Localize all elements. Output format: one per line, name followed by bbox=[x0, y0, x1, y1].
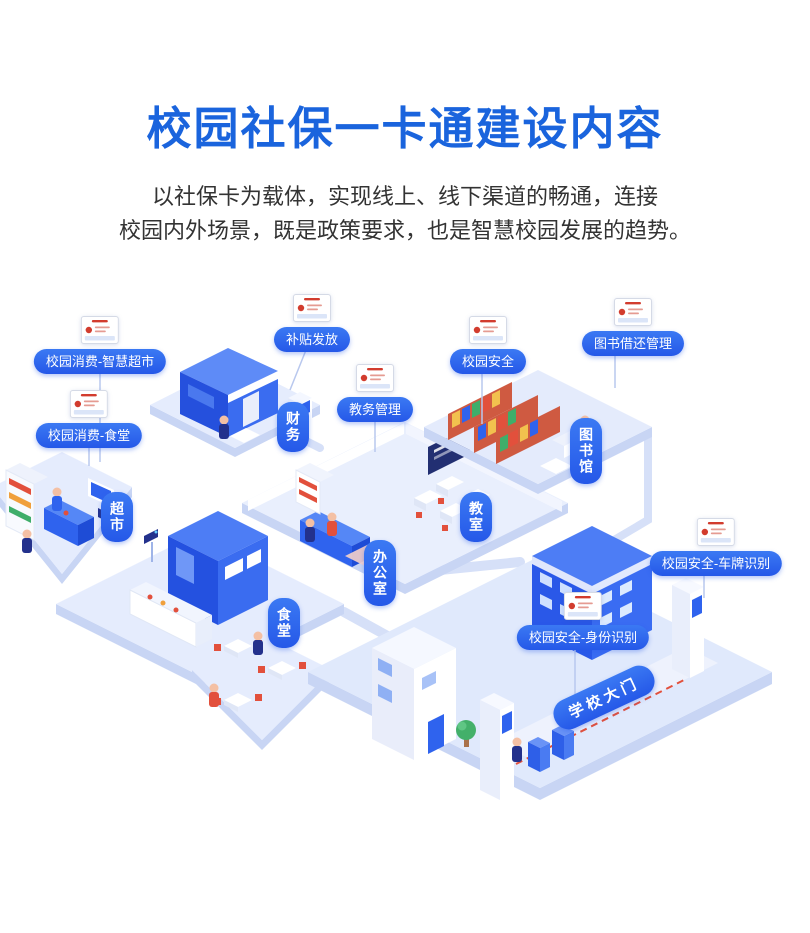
callout-campus-consume-canteen: 校园消费-食堂 bbox=[35, 390, 143, 448]
person-cashier bbox=[52, 487, 62, 511]
bookshelf-row-b bbox=[474, 391, 546, 453]
person-gate bbox=[512, 737, 522, 762]
serving-counter bbox=[129, 582, 212, 648]
barrier-dashed-line bbox=[515, 678, 687, 765]
callout-label: 校园安全 bbox=[449, 349, 527, 374]
person-office-b bbox=[305, 518, 315, 542]
callout-security-identity-recognition: 校园安全-身份识别 bbox=[516, 592, 650, 650]
person-canteen-a bbox=[253, 631, 263, 655]
social-security-card-icon bbox=[355, 364, 394, 392]
callout-label: 校园消费-食堂 bbox=[35, 423, 143, 448]
callout-label: 校园安全-车牌识别 bbox=[649, 551, 783, 576]
location-label-supermarket: 超市 bbox=[101, 492, 133, 542]
social-security-card-icon bbox=[613, 298, 652, 326]
callout-campus-security: 校园安全 bbox=[449, 316, 527, 374]
gate-pillar-left bbox=[480, 693, 514, 800]
social-security-card-icon bbox=[292, 294, 331, 322]
callout-label: 图书借还管理 bbox=[581, 331, 685, 356]
turnstile-machines bbox=[528, 725, 574, 772]
callout-security-plate-recognition: 校园安全-车牌识别 bbox=[649, 518, 783, 576]
callout-label: 补贴发放 bbox=[273, 327, 351, 352]
dining-tables bbox=[214, 639, 306, 712]
callout-academic-affairs: 教务管理 bbox=[336, 364, 414, 422]
person-office-a bbox=[327, 512, 337, 536]
goods-shelf bbox=[5, 463, 48, 541]
callout-label: 校园安全-身份识别 bbox=[516, 625, 650, 650]
gate-pillar-right bbox=[672, 578, 704, 678]
callout-subsidy-distribution: 补贴发放 bbox=[273, 294, 351, 352]
social-security-card-icon bbox=[81, 316, 119, 344]
bookshelf-row-a bbox=[448, 378, 520, 440]
cctv-camera-icon bbox=[144, 529, 158, 562]
social-security-card-icon bbox=[468, 316, 507, 344]
social-security-card-icon bbox=[70, 390, 108, 418]
location-label-finance: 财务 bbox=[277, 402, 309, 452]
location-label-office: 办公室 bbox=[364, 540, 396, 606]
subtitle-line-1: 以社保卡为载体，实现线上、线下渠道的畅通，连接 bbox=[151, 184, 658, 209]
social-security-card-icon bbox=[564, 592, 602, 620]
callout-label: 教务管理 bbox=[336, 397, 414, 422]
location-label-library: 图书馆 bbox=[570, 418, 602, 484]
page-title: 校园社保一卡通建设内容 bbox=[146, 103, 664, 154]
white-building bbox=[372, 627, 456, 760]
office-shelf bbox=[295, 463, 334, 515]
social-security-card-icon bbox=[697, 518, 735, 546]
canteen-scene bbox=[56, 511, 344, 750]
person-finance bbox=[219, 415, 229, 439]
person-shopper bbox=[22, 529, 32, 553]
supermarket-scene bbox=[0, 452, 132, 584]
callout-campus-consume-supermarket: 校园消费-智慧超市 bbox=[33, 316, 167, 374]
tree-icon bbox=[456, 720, 476, 747]
page-subtitle: 以社保卡为载体，实现线上、线下渠道的畅通，连接 校园内外场景，既是政策要求，也是… bbox=[0, 180, 810, 248]
callout-label: 校园消费-智慧超市 bbox=[33, 349, 167, 374]
callout-library-borrow-return: 图书借还管理 bbox=[581, 298, 685, 356]
subtitle-line-2: 校园内外场景，既是政策要求，也是智慧校园发展的趋势。 bbox=[118, 218, 691, 244]
location-label-classroom: 教室 bbox=[460, 492, 492, 542]
bookshelf-row-c bbox=[496, 402, 568, 464]
person-canteen-b bbox=[209, 683, 219, 707]
location-label-canteen: 食堂 bbox=[268, 598, 300, 648]
